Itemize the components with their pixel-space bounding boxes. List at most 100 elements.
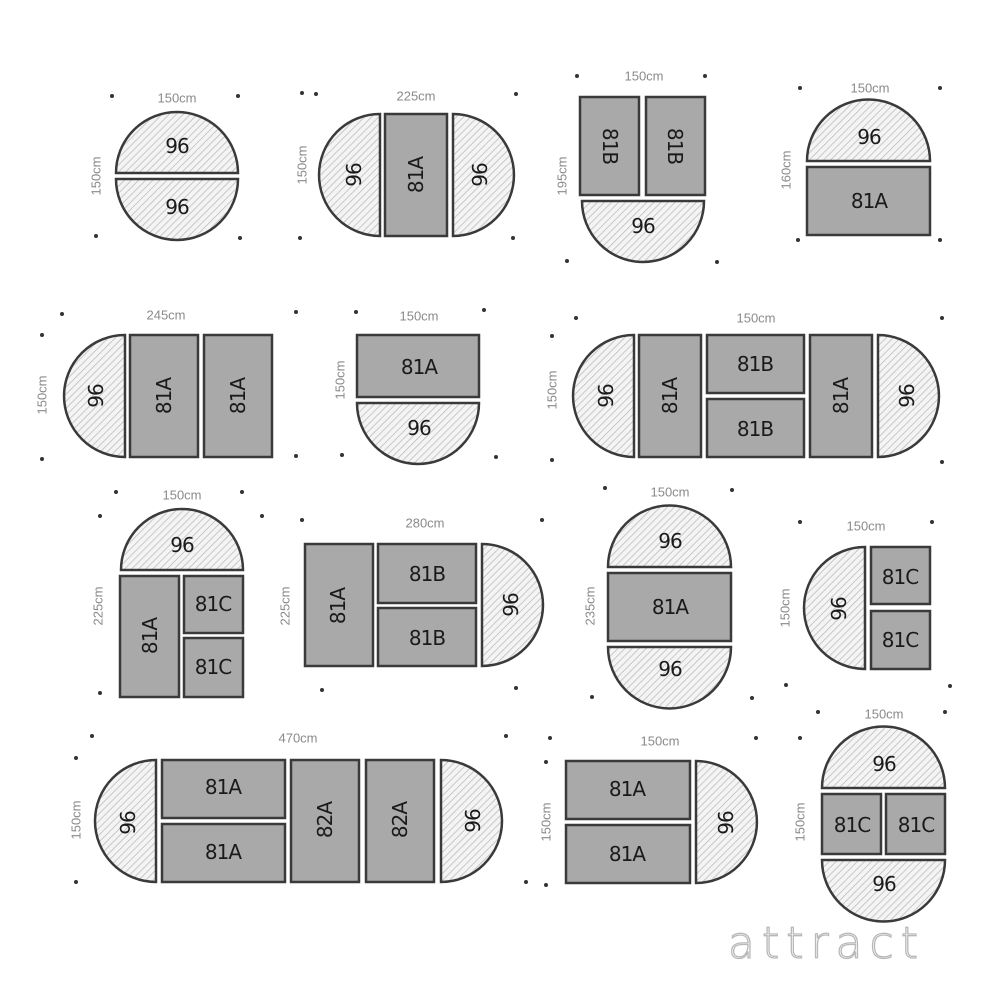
piece-label: 96 — [165, 134, 189, 158]
config-1: 150cm 150cm 96 96 — [89, 91, 242, 242]
height-label: 150cm — [333, 360, 348, 399]
piece-label: 96 — [499, 593, 523, 617]
piece-81b-rect — [705, 333, 806, 395]
piece-96-semicircle — [580, 199, 706, 264]
corner-dot — [354, 310, 358, 314]
corner-dot — [703, 74, 707, 78]
height-label: 235cm — [583, 586, 598, 625]
piece-label: 96 — [872, 752, 896, 776]
piece-96-semicircle — [876, 333, 941, 459]
piece-81c-rect — [820, 792, 883, 856]
corner-dot — [514, 92, 518, 96]
piece-96-semicircle — [571, 333, 636, 459]
corner-dot — [548, 736, 552, 740]
piece-label: 96 — [658, 657, 682, 681]
width-label: 150cm — [157, 91, 196, 106]
piece-label: 81B — [409, 626, 445, 650]
piece-81a-rect — [383, 112, 449, 238]
piece-label: 81B — [663, 128, 687, 164]
corner-dot — [260, 514, 264, 518]
corner-dot — [340, 453, 344, 457]
piece-96-semicircle — [606, 504, 733, 569]
piece-label: 81C — [195, 592, 231, 616]
piece-label: 81A — [205, 775, 242, 799]
width-label: 150cm — [850, 81, 889, 96]
piece-81a-rect — [160, 822, 287, 884]
piece-label: 96 — [872, 872, 896, 896]
piece-96-semicircle — [114, 110, 240, 175]
height-label: 150cm — [35, 375, 50, 414]
width-label: 150cm — [624, 69, 663, 84]
width-label: 150cm — [162, 488, 201, 503]
corner-dot — [114, 490, 118, 494]
piece-96-semicircle — [114, 177, 240, 242]
config-2: 225cm 150cm 96 81A 96 — [295, 89, 518, 240]
corner-dot — [238, 236, 242, 240]
corner-dot — [494, 455, 498, 459]
piece-label: 96 — [713, 810, 737, 834]
corner-dot — [300, 518, 304, 522]
corner-dot — [294, 454, 298, 458]
piece-81c-rect — [182, 574, 245, 635]
piece-81a-rect — [637, 333, 703, 459]
corner-dot — [90, 734, 94, 738]
piece-96-semicircle — [119, 507, 245, 572]
piece-81b-rect — [376, 606, 478, 668]
corner-dot — [236, 94, 240, 98]
piece-label: 81C — [898, 813, 934, 837]
width-label: 150cm — [650, 485, 689, 500]
height-label: 150cm — [539, 802, 554, 841]
piece-label: 96 — [115, 810, 139, 834]
height-label: 150cm — [295, 145, 310, 184]
piece-96-semicircle — [480, 542, 545, 668]
corner-dot — [948, 684, 952, 688]
corner-dot — [320, 688, 324, 692]
width-label: 150cm — [640, 734, 679, 749]
piece-label: 96 — [170, 533, 194, 557]
piece-label: 96 — [857, 125, 881, 149]
corner-dot — [816, 710, 820, 714]
piece-81a-rect — [355, 333, 481, 399]
piece-81b-rect — [644, 95, 707, 197]
piece-label: 96 — [84, 384, 108, 408]
width-label: 150cm — [736, 311, 775, 326]
height-label: 160cm — [779, 150, 794, 189]
corner-dot — [940, 316, 944, 320]
piece-label: 82A — [388, 801, 412, 838]
height-label: 225cm — [91, 586, 106, 625]
corner-dot — [796, 238, 800, 242]
corner-dot — [798, 86, 802, 90]
piece-81a-rect — [805, 165, 932, 237]
corner-dot — [40, 457, 44, 461]
corner-dot — [575, 74, 579, 78]
corner-dot — [482, 308, 486, 312]
corner-dot — [730, 488, 734, 492]
piece-81c-rect — [869, 545, 932, 606]
config-13: 150cm 150cm 81A 81A 96 — [539, 734, 759, 887]
height-label: 225cm — [278, 586, 293, 625]
corner-dot — [938, 86, 942, 90]
piece-label: 81B — [737, 352, 773, 376]
piece-96-semicircle — [93, 758, 158, 884]
corner-dot — [240, 490, 244, 494]
corner-dot — [943, 710, 947, 714]
width-label: 280cm — [405, 516, 444, 531]
piece-81a-rect — [303, 542, 375, 668]
corner-dot — [938, 238, 942, 242]
width-label: 225cm — [396, 89, 435, 104]
corner-dot — [940, 460, 944, 464]
piece-label: 96 — [631, 214, 655, 238]
piece-96-semicircle — [802, 545, 867, 671]
piece-81a-rect — [202, 333, 274, 459]
piece-label: 96 — [165, 195, 189, 219]
piece-label: 81A — [326, 587, 350, 624]
piece-label: 96 — [826, 596, 850, 620]
corner-dot — [504, 734, 508, 738]
piece-label: 96 — [895, 384, 919, 408]
corner-dot — [60, 312, 64, 316]
brand-logo: attract — [728, 918, 925, 969]
corner-dot — [294, 310, 298, 314]
piece-label: 96 — [460, 808, 484, 832]
